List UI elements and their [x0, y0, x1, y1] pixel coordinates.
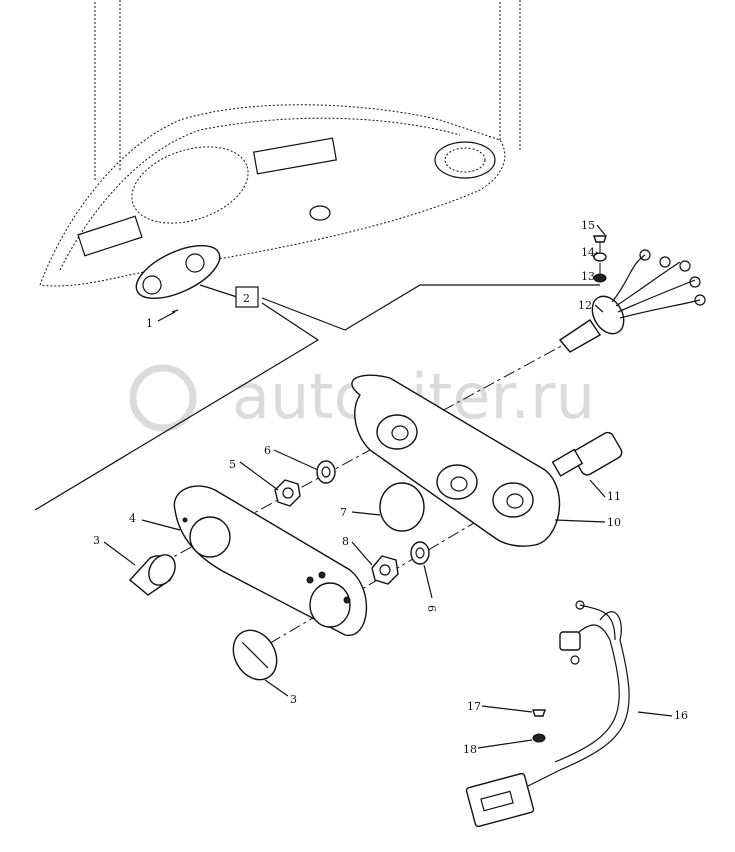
- callout-2: 2: [243, 292, 250, 305]
- washer-9: [410, 541, 430, 565]
- washer-6: [316, 460, 336, 484]
- nut-8: [371, 555, 399, 585]
- callout-3-lower: 3: [290, 693, 297, 706]
- washer-18: [532, 733, 546, 743]
- leader-group-2: [199, 284, 600, 331]
- harness-16: [465, 600, 630, 828]
- knob-3-lower: [232, 629, 278, 681]
- leader-1: [157, 311, 176, 322]
- callout-10: 10: [607, 516, 621, 529]
- leader-group-2-lower: [34, 302, 320, 511]
- plug-7: [379, 482, 425, 532]
- switch-11: [551, 431, 623, 477]
- washer-13: [593, 273, 607, 283]
- callout-17: 17: [467, 700, 481, 713]
- knob-3-upper: [128, 554, 176, 596]
- washer-14: [593, 252, 607, 262]
- callout-2-box: [235, 286, 259, 308]
- dashboard-outline: [39, 0, 521, 299]
- callout-5: 5: [229, 458, 236, 471]
- callout-4: 4: [129, 512, 136, 525]
- callout-13: 13: [581, 270, 595, 283]
- screw-15: [593, 235, 607, 243]
- callout-15: 15: [581, 219, 595, 232]
- callout-7: 7: [340, 506, 347, 519]
- callout-18: 18: [463, 743, 477, 756]
- callout-11: 11: [607, 490, 621, 503]
- screw-17: [532, 709, 546, 717]
- nut-5: [274, 479, 301, 507]
- screw-1: [171, 309, 179, 313]
- callout-6: 6: [264, 444, 271, 457]
- callout-3-upper: 3: [93, 534, 100, 547]
- switch-12: [558, 249, 706, 353]
- callout-1: 1: [146, 317, 153, 330]
- callout-16: 16: [674, 709, 688, 722]
- front-plate-4: [173, 485, 368, 636]
- rear-plate-10: [351, 374, 561, 547]
- callout-12: 12: [578, 299, 592, 312]
- callout-leaders: [103, 224, 673, 749]
- callout-14: 14: [581, 246, 595, 259]
- callout-9: 9: [426, 605, 439, 612]
- callout-8: 8: [342, 535, 349, 548]
